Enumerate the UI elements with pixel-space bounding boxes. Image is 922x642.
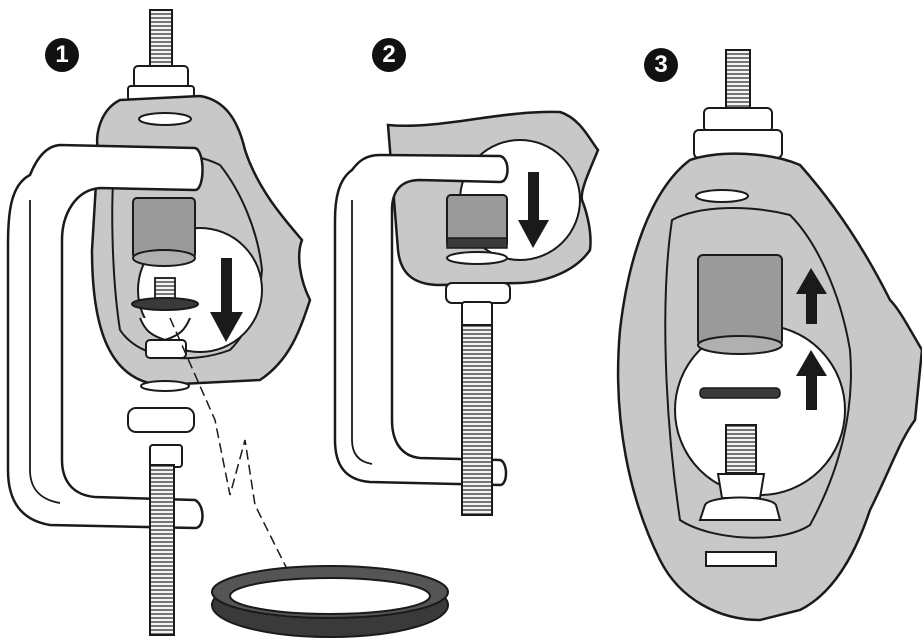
step-3-dust-seal (699, 387, 781, 399)
step-1-dust-seal (131, 297, 199, 311)
up-arrow-icon (796, 350, 827, 410)
step-2-c-clamp (333, 153, 509, 487)
step-2-badge: 2 (372, 38, 406, 72)
step-2-screw-rod (461, 324, 493, 516)
step-3-top-bolt (725, 49, 751, 111)
step-1-top-nut (133, 65, 189, 89)
step-1-seal-detail (211, 565, 449, 638)
up-arrow-icon (796, 268, 827, 324)
step-1-top-bolt (149, 9, 173, 69)
down-arrow-icon (518, 172, 549, 248)
step-1-screw-rod (149, 464, 175, 636)
step-3-illustration (616, 49, 922, 622)
step-3-receiver-cup (697, 254, 783, 346)
step-1-illustration (6, 9, 449, 638)
step-1-c-clamp (6, 143, 204, 530)
step-1-lower-adapter (127, 407, 195, 433)
step-3-badge: 3 (644, 48, 678, 82)
step-1-badge: 1 (45, 38, 79, 72)
step-2-illustration (333, 110, 600, 516)
down-arrow-icon (210, 258, 243, 342)
